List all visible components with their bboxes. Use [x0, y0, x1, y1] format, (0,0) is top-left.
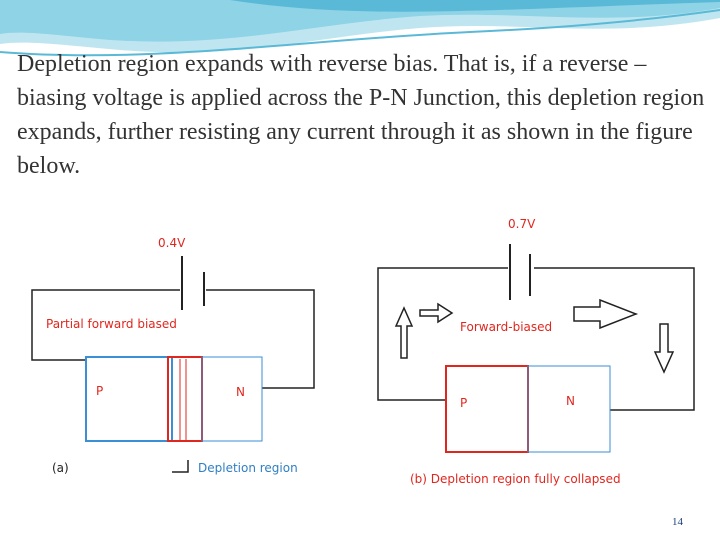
n-label-b: N	[566, 394, 575, 408]
n-region-b	[527, 365, 611, 453]
p-label-a: P	[96, 384, 103, 398]
arrow-right-small-icon	[419, 302, 454, 324]
caption-label-b: (b) Depletion region fully collapsed	[410, 472, 621, 486]
p-region-a	[85, 356, 173, 442]
header-swoosh	[0, 0, 720, 57]
voltage-label-b: 0.7V	[508, 217, 536, 231]
panel-label-a: (a)	[52, 461, 69, 475]
arrow-down-icon	[653, 323, 675, 374]
state-label-b: Forward-biased	[460, 320, 552, 334]
caption-text: Depletion region expands with reverse bi…	[17, 51, 705, 179]
wire-b-left	[377, 267, 508, 401]
n-label-a: N	[236, 385, 245, 399]
arrow-right-large-icon	[573, 298, 639, 330]
slide-number: 14	[672, 516, 683, 528]
wire-b-right	[534, 267, 695, 411]
arrow-up-icon	[394, 306, 414, 359]
p-label-b: P	[460, 396, 467, 410]
depletion-label-a: Depletion region	[198, 461, 298, 475]
figure-a: 0.4V Partial forward biased P N (a) Depl…	[26, 205, 336, 515]
depletion-pointer-a	[172, 460, 189, 473]
wire-a-right	[206, 289, 315, 389]
figure-b: 0.7V Forward-biased P N (b) Depletion re…	[348, 205, 704, 515]
wire-a-left	[31, 289, 180, 361]
n-region-a	[201, 356, 263, 442]
state-label-a: Partial forward biased	[46, 317, 177, 331]
voltage-label-a: 0.4V	[158, 236, 186, 250]
